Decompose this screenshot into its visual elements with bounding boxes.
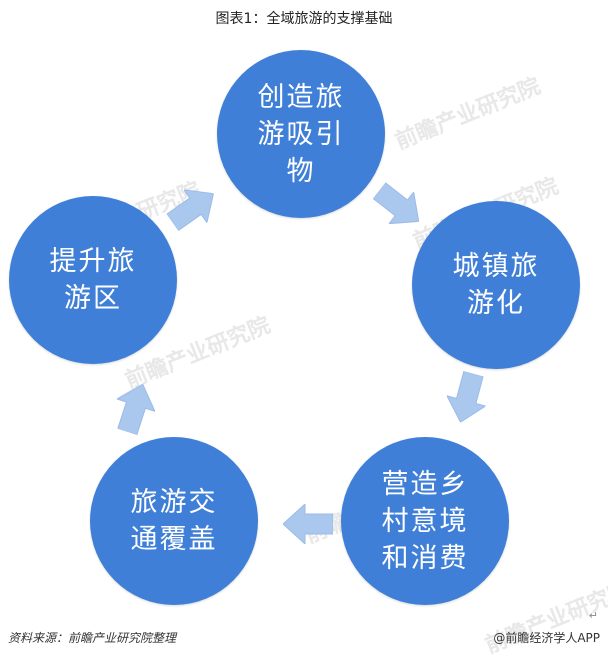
- node-town-tourism: 城镇旅 游化: [412, 201, 580, 369]
- node-label: 旅游交 通覆盖: [130, 487, 218, 555]
- node-label: 提升旅 游区: [49, 246, 137, 314]
- source-note: 资料来源：前瞻产业研究院整理: [8, 631, 177, 645]
- node-create-attractions: 创造旅 游吸引 物: [217, 50, 385, 218]
- arrow-right-icon: [445, 370, 487, 423]
- node-rural-ambience: 营造乡 村意境 和消费: [341, 437, 509, 605]
- arrow-right-icon: [372, 182, 420, 225]
- node-label: 创造旅 游吸引 物: [257, 81, 345, 187]
- brand-credit: @前瞻经济学人APP: [493, 631, 600, 645]
- node-label: 城镇旅 游化: [452, 251, 540, 319]
- node-label: 营造乡 村意境 和消费: [381, 468, 469, 574]
- arrow-right-icon: [115, 383, 156, 436]
- diagram-title: 图表1：全域旅游的支撑基础: [215, 11, 393, 27]
- arrow-right-icon: [283, 504, 333, 544]
- return-mark: ↵: [588, 609, 598, 622]
- node-upgrade-scenic-area: 提升旅 游区: [9, 196, 177, 364]
- watermark: 前瞻产业研究院: [391, 73, 545, 155]
- arrow-right-icon: [166, 189, 215, 232]
- node-transport-coverage: 旅游交 通覆盖: [90, 437, 258, 605]
